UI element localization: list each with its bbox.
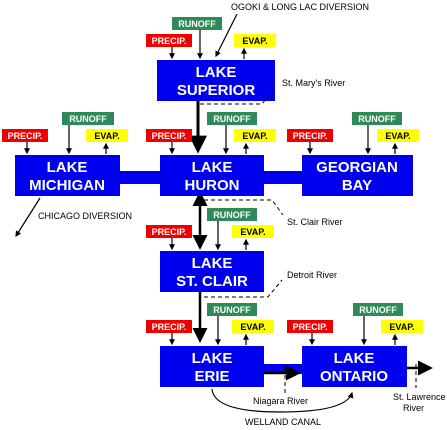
lake-ontario: LAKE ONTARIO — [302, 346, 407, 387]
svg-text:MICHIGAN: MICHIGAN — [29, 177, 105, 194]
svg-text:OGOKI & LONG LAC DIVERSION: OGOKI & LONG LAC DIVERSION — [231, 2, 369, 12]
svg-text:RUNOFF: RUNOFF — [69, 114, 107, 124]
lake-erie: LAKE ERIE — [160, 346, 264, 387]
svg-text:PRECIP.: PRECIP. — [293, 131, 328, 141]
lake-huron: LAKE HURON — [160, 155, 264, 196]
svg-text:HURON: HURON — [185, 177, 240, 194]
svg-text:St. Mary's River: St. Mary's River — [282, 78, 345, 88]
huron-precip: PRECIP. — [146, 129, 192, 155]
svg-text:RUNOFF: RUNOFF — [178, 19, 216, 29]
svg-text:SUPERIOR: SUPERIOR — [177, 82, 256, 99]
svg-text:CHICAGO DIVERSION: CHICAGO DIVERSION — [38, 211, 132, 221]
ontario-precip: PRECIP. — [287, 320, 333, 346]
superior-precip: PRECIP. — [146, 34, 192, 60]
superior-runoff: RUNOFF — [172, 17, 222, 60]
svg-text:ERIE: ERIE — [194, 368, 229, 385]
svg-text:Detroit River: Detroit River — [287, 270, 337, 280]
svg-text:EVAP.: EVAP. — [385, 131, 410, 141]
superior-evap: EVAP. — [234, 34, 276, 59]
huron-runoff: RUNOFF — [207, 112, 257, 155]
stclair-runoff: RUNOFF — [207, 208, 257, 251]
svg-text:LAKE: LAKE — [47, 159, 88, 176]
svg-text:BAY: BAY — [342, 177, 372, 194]
svg-text:LAKE: LAKE — [334, 350, 375, 367]
svg-text:ONTARIO: ONTARIO — [320, 368, 388, 385]
detroit-river: Detroit River — [204, 270, 337, 298]
st-marys-river: St. Mary's River — [200, 78, 345, 105]
svg-text:RUNOFF: RUNOFF — [213, 210, 251, 220]
svg-text:PRECIP.: PRECIP. — [8, 131, 43, 141]
st-clair-river: St. Clair River — [204, 199, 343, 227]
svg-text:PRECIP.: PRECIP. — [152, 322, 187, 332]
lake-superior: LAKE SUPERIOR — [157, 60, 275, 101]
svg-text:EVAP.: EVAP. — [94, 131, 119, 141]
svg-text:PRECIP.: PRECIP. — [152, 36, 187, 46]
svg-text:RUNOFF: RUNOFF — [358, 114, 396, 124]
stclair-evap: EVAP. — [232, 225, 274, 250]
svg-text:LAKE: LAKE — [192, 159, 233, 176]
st-lawrence-river: St. Lawrence River — [393, 364, 446, 413]
svg-text:EVAP.: EVAP. — [240, 322, 265, 332]
svg-text:GEORGIAN: GEORGIAN — [316, 159, 398, 176]
svg-text:PRECIP.: PRECIP. — [152, 227, 187, 237]
svg-text:LAKE: LAKE — [192, 350, 233, 367]
chicago-diversion: CHICAGO DIVERSION — [15, 197, 132, 238]
niagara-river: Niagara River — [253, 368, 308, 406]
svg-text:EVAP.: EVAP. — [389, 322, 414, 332]
svg-text:LAKE: LAKE — [192, 255, 233, 272]
erie-evap: EVAP. — [232, 320, 274, 345]
svg-text:River: River — [403, 403, 424, 413]
georgian-bay: GEORGIAN BAY — [302, 155, 413, 196]
erie-precip: PRECIP. — [146, 320, 192, 346]
svg-text:EVAP.: EVAP. — [242, 36, 267, 46]
stclair-precip: PRECIP. — [146, 225, 192, 251]
svg-text:RUNOFF: RUNOFF — [213, 114, 251, 124]
ontario-runoff: RUNOFF — [353, 303, 403, 346]
svg-text:RUNOFF: RUNOFF — [213, 305, 251, 315]
svg-text:EVAP.: EVAP. — [240, 227, 265, 237]
svg-text:Niagara River: Niagara River — [253, 396, 308, 406]
lake-st-clair: LAKE ST. CLAIR — [160, 251, 264, 292]
svg-text:PRECIP.: PRECIP. — [293, 322, 328, 332]
ontario-evap: EVAP. — [381, 320, 423, 345]
michigan-precip: PRECIP. — [2, 129, 48, 155]
welland-canal: WELLAND CANAL — [211, 388, 354, 427]
channel-michigan-huron — [120, 171, 162, 184]
svg-text:St. Lawrence: St. Lawrence — [393, 392, 446, 402]
svg-text:PRECIP.: PRECIP. — [152, 131, 187, 141]
michigan-evap: EVAP. — [86, 129, 128, 154]
svg-text:RUNOFF: RUNOFF — [359, 305, 397, 315]
svg-text:ST. CLAIR: ST. CLAIR — [176, 273, 248, 290]
svg-text:EVAP.: EVAP. — [242, 131, 267, 141]
svg-text:LAKE: LAKE — [196, 64, 237, 81]
michigan-runoff: RUNOFF — [62, 112, 114, 155]
svg-text:WELLAND CANAL: WELLAND CANAL — [245, 417, 321, 427]
ogoki-diversion: OGOKI & LONG LAC DIVERSION — [215, 2, 369, 58]
erie-runoff: RUNOFF — [207, 303, 257, 346]
channel-huron-georgian — [262, 171, 304, 184]
svg-text:St. Clair River: St. Clair River — [287, 217, 343, 227]
lake-michigan: LAKE MICHIGAN — [15, 155, 120, 196]
georgian-runoff: RUNOFF — [352, 112, 402, 155]
georgian-evap: EVAP. — [377, 129, 419, 154]
huron-evap: EVAP. — [234, 129, 276, 154]
georgian-precip: PRECIP. — [287, 129, 333, 155]
